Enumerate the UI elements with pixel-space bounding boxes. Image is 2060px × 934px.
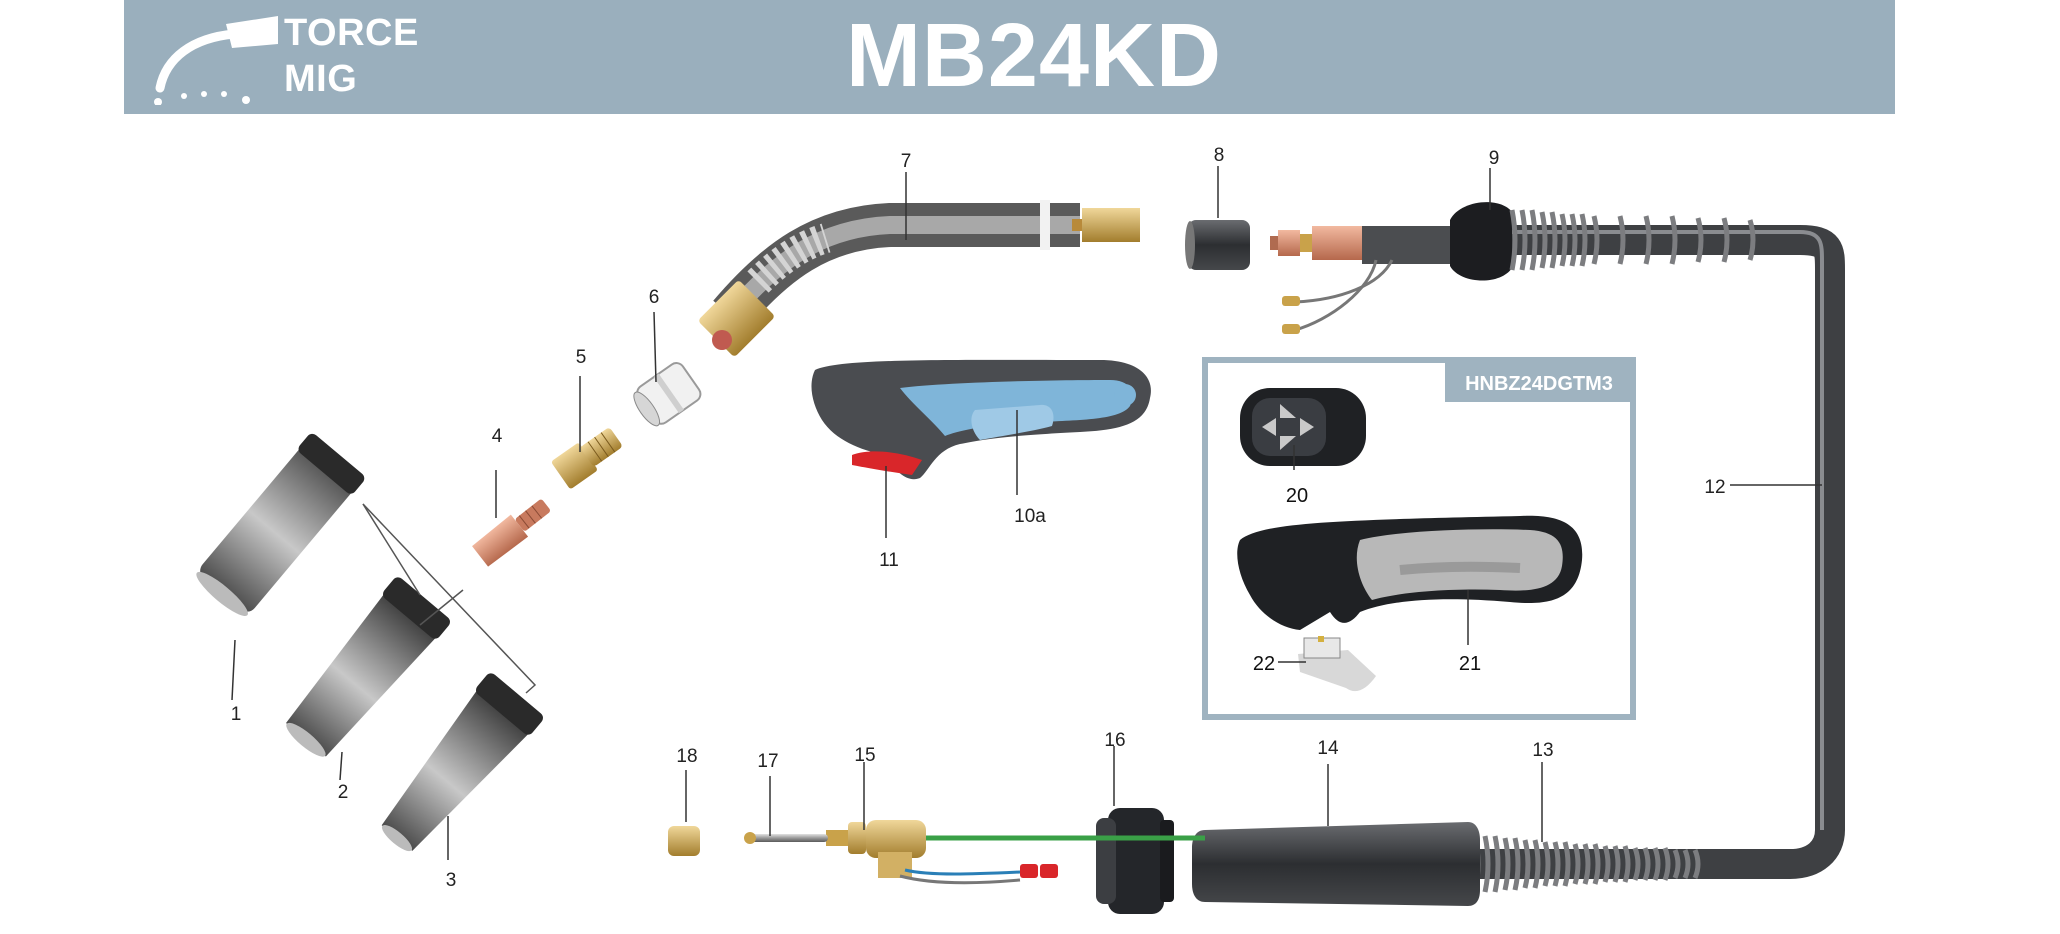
callout-4: 4 [492,426,503,447]
callout-9: 9 [1489,148,1500,169]
torch-logo-icon [154,16,278,105]
leader-lines [231,166,1822,860]
callout-22: 22 [1253,653,1275,675]
callout-7: 7 [901,151,912,172]
kit-code-label: HNBZ24DGTM3 [1465,373,1613,395]
callout-21: 21 [1459,653,1481,675]
callout-1: 1 [231,704,242,725]
trigger [852,451,922,475]
brand-line-2: MIG [284,58,358,100]
callout-11: 11 [879,550,899,571]
callout-16: 16 [1104,730,1125,751]
callout-12: 12 [1704,477,1725,498]
rear-sleeve [1192,822,1480,906]
callout-18: 18 [676,746,697,767]
adapter-pin [744,832,828,844]
euro-adapter [826,820,1058,885]
callout-2: 2 [338,782,349,803]
callout-20: 20 [1286,485,1308,507]
swan-neck [699,200,1140,356]
handle-kit-panel [1202,357,1636,720]
nozzle-conical [286,577,450,757]
trigger-switch [1298,636,1376,692]
neck-nut [1185,220,1250,270]
adapter-nut [668,826,700,856]
model-title: MB24KD [845,6,1223,106]
callout-13: 13 [1532,740,1553,761]
cable-assembly [1470,225,1845,879]
nozzle-tapered [381,673,543,852]
callout-14: 14 [1317,738,1339,759]
cable-spring-front [1509,209,1756,271]
callout-5: 5 [576,347,587,368]
gas-diffuser-insulator [633,362,702,427]
callout-17: 17 [757,751,778,772]
connector-nut [1096,808,1174,914]
handle-shell [811,359,1151,480]
callout-6: 6 [649,287,660,308]
nozzle-cylindrical [196,433,365,617]
tip-holder [551,428,622,489]
contact-tip [472,499,550,567]
callout-10a: 10a [1014,506,1046,527]
callout-3: 3 [446,870,457,891]
remote-control-module [1240,388,1366,466]
callout-15: 15 [854,745,875,766]
kit-handle [1237,515,1583,630]
callout-8: 8 [1214,145,1225,166]
central-connector [1270,202,1512,334]
brand-line-1: TORCE [284,12,419,54]
header-bar: TORCE MIG MB24KD [124,0,1895,114]
